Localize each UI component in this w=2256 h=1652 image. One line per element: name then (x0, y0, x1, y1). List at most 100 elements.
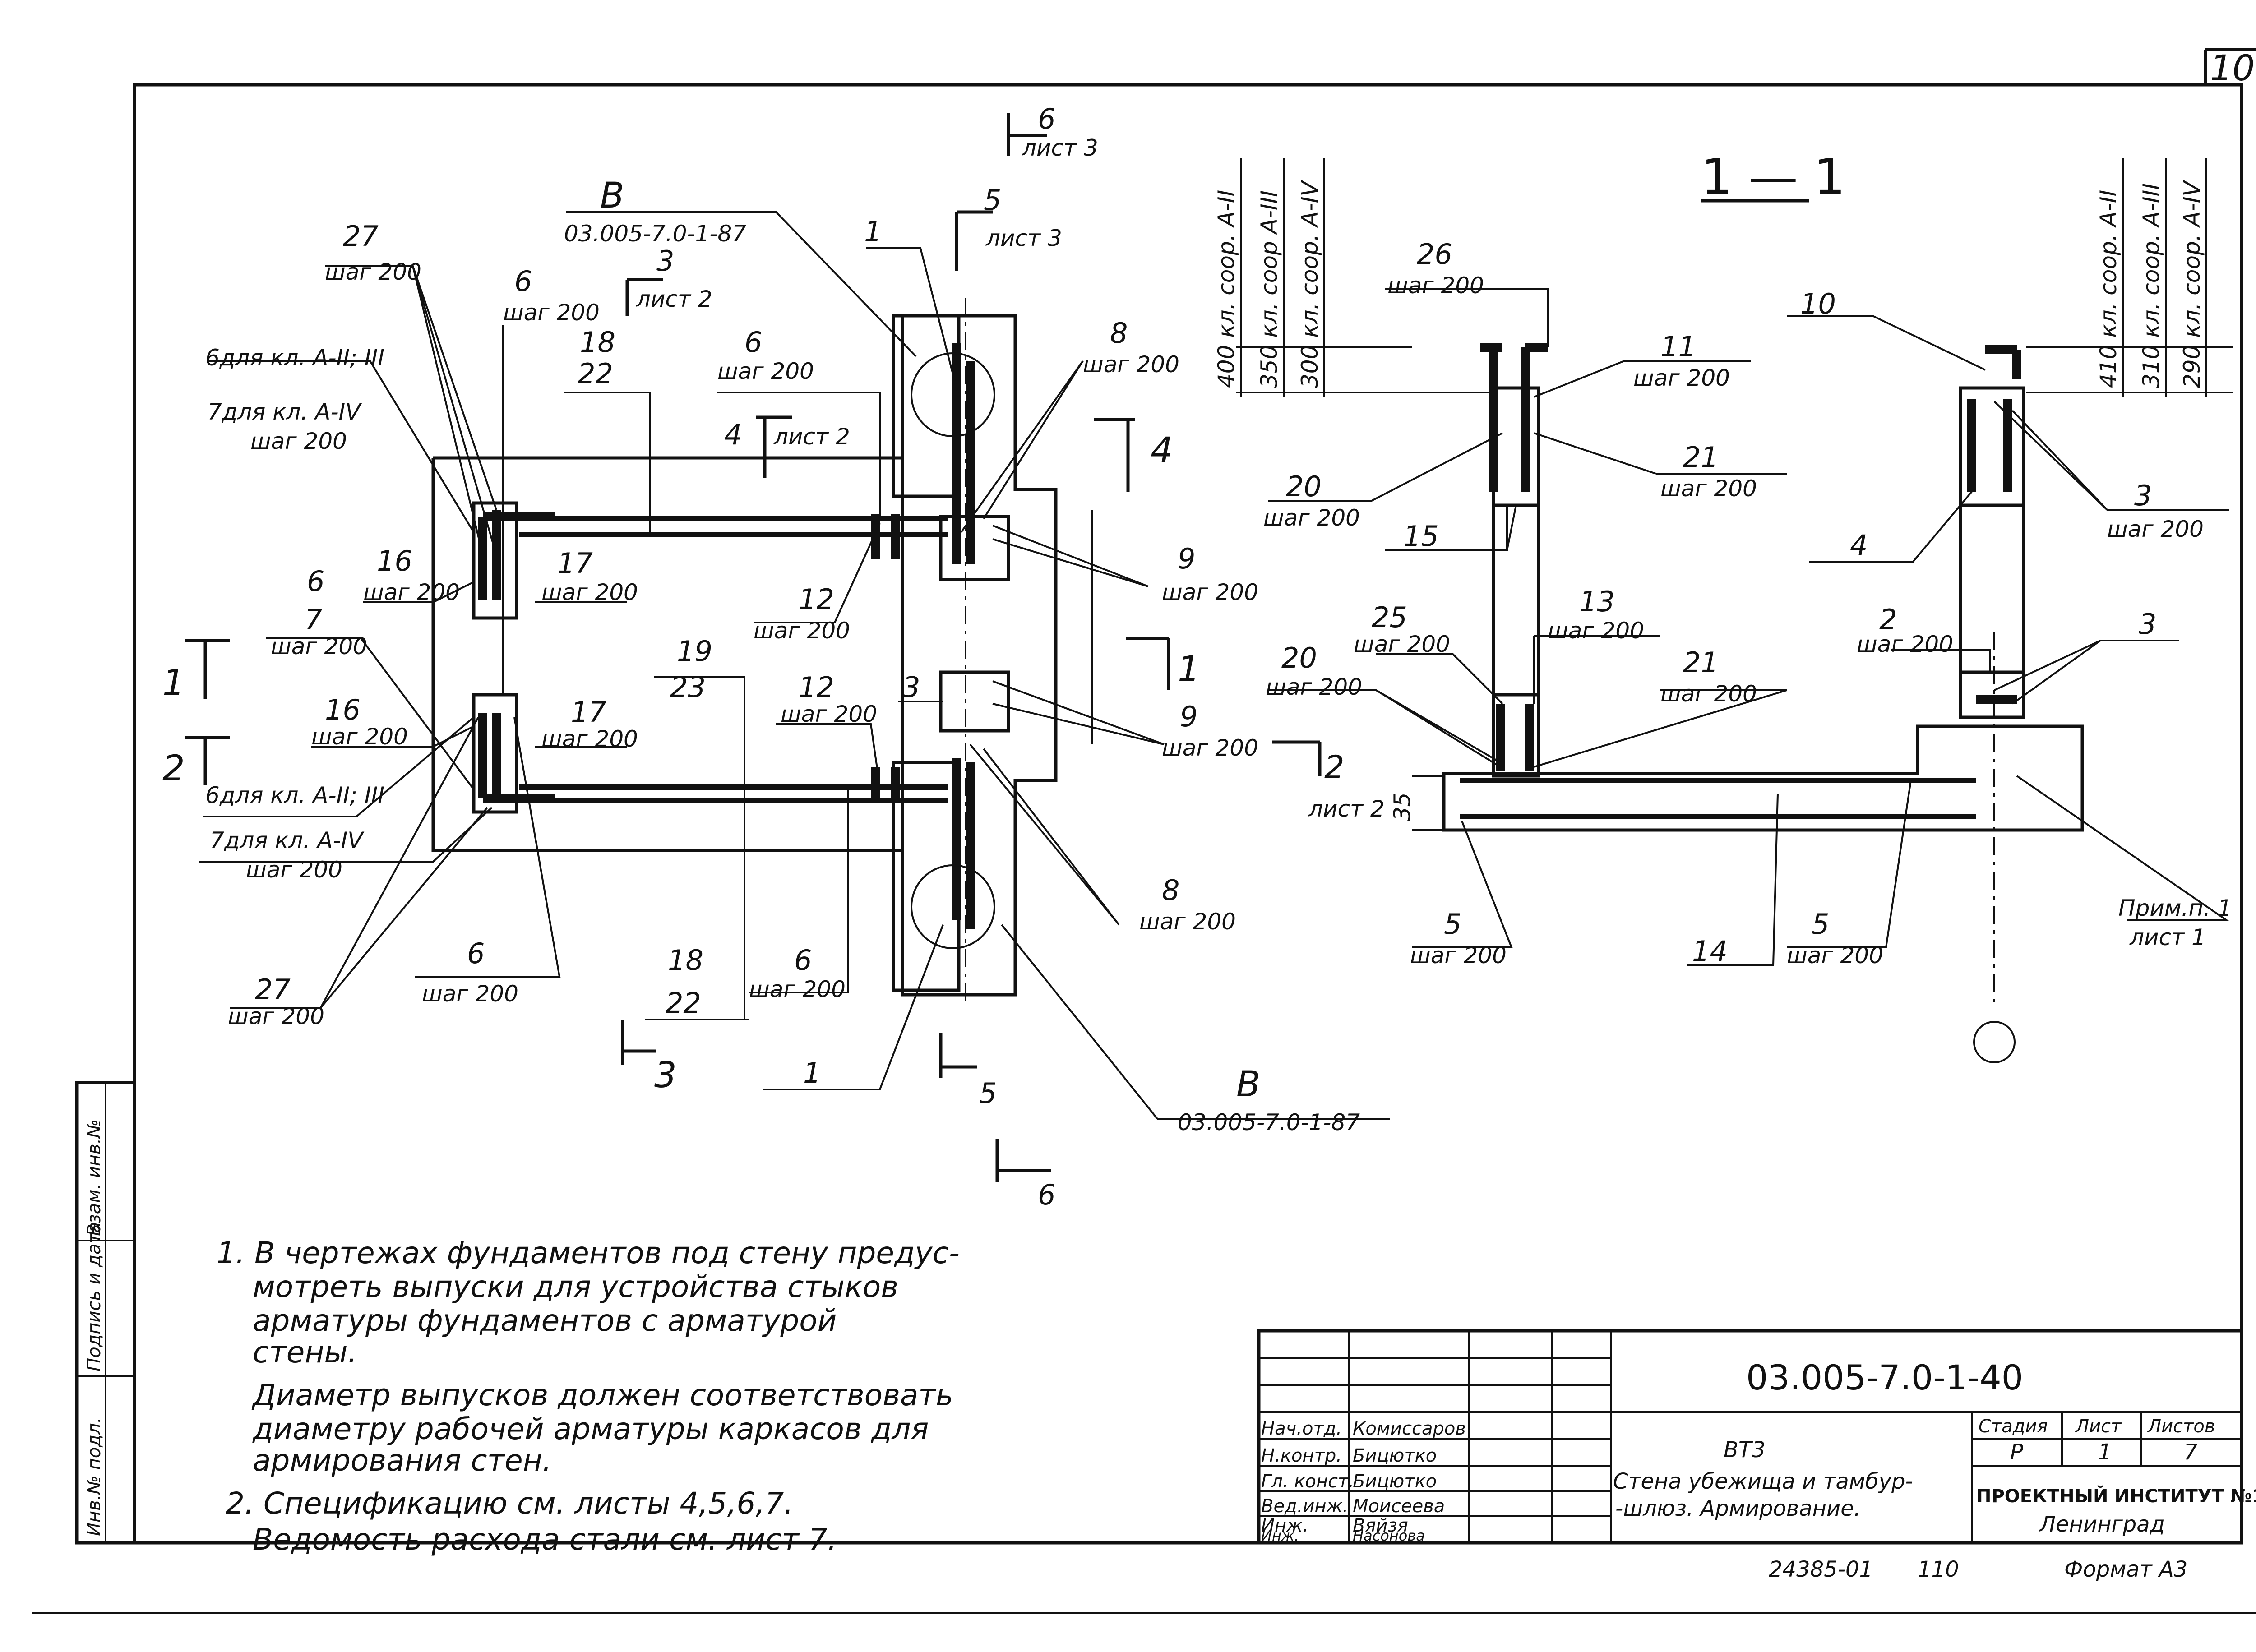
section-mark-2-left-num: 2 (162, 748, 185, 789)
sheet-frame: 10 9 (32, 48, 2256, 1614)
tb-title-1: Стена убежища и тамбур- (1613, 1469, 1913, 1494)
stamp-replace-label: Взам. инв.№ (84, 1119, 105, 1236)
plan-label-7-c: 7 (305, 603, 322, 636)
sec-label-3-top-step: шаг 200 (2107, 516, 2204, 542)
plan-label-17-top-step: шаг 200 (541, 579, 638, 605)
section-mark-1-left-num: 1 (162, 663, 185, 703)
plan-label-12-bottom: 12 (799, 671, 834, 704)
note-line-9: Ведомость расхода стали см. лист 7. (253, 1522, 837, 1557)
plan-label-8-top-step: шаг 200 (1083, 351, 1179, 378)
plan-label-8-top: 8 (1110, 317, 1128, 350)
sec-label-20-top-step: шаг 200 (1263, 505, 1360, 531)
stamp-sign-label: Подпись и дата (84, 1222, 105, 1371)
plan-label-6-a-step: шаг 200 (503, 300, 600, 326)
plan-ref-b-bottom-code: 03.005-7.0-1-87 (1178, 1109, 1360, 1135)
section-mark-2-right-num: 2 (1324, 749, 1345, 786)
section-mark-3-top-sheet: лист 2 (636, 286, 712, 312)
plan-label-16-bottom: 16 (325, 693, 361, 726)
sec-label-11: 11 (1660, 330, 1696, 363)
sheet-format: Формат А3 (2064, 1557, 2187, 1582)
tb-name-4: Моисеева (1353, 1496, 1445, 1517)
tb-stage-header: Стадия (1979, 1416, 2048, 1437)
plan-label-18-bottom-sub: 22 (666, 987, 701, 1020)
dim-right-a3: 310 кл. соор. А-III (2138, 183, 2164, 388)
sec-label-11-step: шаг 200 (1633, 365, 1730, 391)
plan-ref-b-bottom: В (1236, 1064, 1261, 1105)
sec-label-10: 10 (1800, 287, 1836, 320)
tb-sheet-value: 1 (2098, 1440, 2112, 1465)
sec-label-26: 26 (1417, 238, 1452, 271)
sec-label-25: 25 (1372, 601, 1407, 634)
dim-right-a4: 290 кл. соор. А-IV (2179, 180, 2205, 388)
section-labels: 26 шаг 200 11 шаг 200 20 шаг 200 21 шаг … (1263, 238, 2232, 969)
plan-label-6-e-step: шаг 200 (749, 976, 846, 1002)
sec-label-5-left-step: шаг 200 (1410, 942, 1507, 969)
plan-label-6-b: 6 (744, 326, 762, 359)
plan-view (431, 298, 1093, 1006)
plan-label-6-class-bottom: 6для кл. А-II; III (205, 782, 384, 808)
section-mark-6-top-num: 6 (1038, 102, 1055, 135)
plan-label-23: 23 (670, 671, 706, 704)
section-mark-6-top-sheet: лист 3 (1022, 135, 1098, 161)
plan-label-6-c: 6 (307, 565, 324, 598)
sec-label-21-top: 21 (1683, 441, 1719, 474)
plan-label-27-bottom: 27 (255, 973, 291, 1006)
section-leader-lines (1268, 288, 2230, 966)
plan-label-7-class-bottom: 7для кл. А-IV (210, 827, 365, 854)
plan-label-18-top: 18 (580, 326, 615, 359)
sec-label-25-step: шаг 200 (1354, 631, 1450, 657)
tb-organization: ПРОЕКТНЫЙ ИНСТИТУТ №1 (1976, 1485, 2256, 1507)
note-line-4: стены. (253, 1335, 357, 1370)
tb-name-1: Комиссаров (1353, 1418, 1466, 1439)
section-mark-5-bottom-num: 5 (979, 1077, 997, 1110)
section-mark-1-right-num: 1 (1178, 649, 1200, 690)
plan-label-7-class-bottom-step: шаг 200 (246, 857, 342, 883)
tb-role-2: Н.контр. (1261, 1445, 1342, 1466)
plan-label-18-top-sub: 22 (578, 357, 613, 390)
dim-right-a2: 410 кл. соор. А-II (2095, 190, 2122, 388)
plan-label-18-bottom: 18 (668, 944, 703, 977)
plan-label-7-c-step: шаг 200 (271, 633, 367, 660)
sec-label-5-right-step: шаг 200 (1787, 942, 1883, 969)
section-mark-6-bottom-num: 6 (1038, 1178, 1055, 1211)
plan-label-9-top-step: шаг 200 (1162, 579, 1258, 605)
plan-label-17-bottom-step: шаг 200 (541, 726, 638, 752)
tb-role-1: Нач.отд. (1261, 1418, 1342, 1439)
plan-label-19: 19 (677, 635, 712, 668)
sec-label-3-top: 3 (2134, 479, 2152, 512)
section-mark-5-top-num: 5 (984, 184, 1001, 217)
dim-left-a3: 350 кл. соор А-III (1256, 190, 1282, 388)
plan-labels: 27 шаг 200 6 шаг 200 6для кл. А-II; III … (205, 175, 1360, 1135)
plan-label-8-bottom: 8 (1162, 874, 1179, 907)
plan-label-9-top: 9 (1178, 542, 1195, 575)
sec-label-4: 4 (1850, 529, 1868, 562)
note-line-5: Диаметр выпусков должен соответствовать (251, 1378, 953, 1412)
sec-label-3-bottom: 3 (2139, 608, 2156, 641)
section-mark-3-top-num: 3 (656, 245, 674, 277)
plan-ref-b-top: В (600, 175, 624, 216)
sec-label-5-right: 5 (1812, 908, 1829, 941)
plan-label-6-a: 6 (514, 265, 532, 298)
plan-label-17-top: 17 (557, 547, 593, 580)
tb-sheet-header: Лист (2075, 1416, 2122, 1437)
section-mark-2-right-sheet: лист 2 (1308, 796, 1385, 822)
plan-label-27-top: 27 (343, 220, 379, 253)
plan-label-7-class-top-step: шаг 200 (250, 428, 347, 454)
sec-label-20-top: 20 (1286, 470, 1322, 503)
section-mark-4-left-sheet: лист 2 (773, 424, 850, 450)
sec-label-14: 14 (1692, 935, 1728, 968)
tb-name-2: Бицютко (1353, 1445, 1437, 1466)
sec-label-5-left: 5 (1444, 908, 1461, 941)
plan-label-12-top-step: шаг 200 (754, 618, 850, 644)
plan-section-markers: 6 лист 3 5 лист 3 3 лист 2 4 лист 2 4 1 … (162, 102, 1385, 1211)
general-notes: 1. В чертежах фундаментов под стену пред… (217, 1236, 960, 1557)
archive-sheet: 110 (1918, 1557, 1959, 1582)
dim-left-a2: 400 кл. соор. А-II (1213, 190, 1239, 388)
tb-title-2: -шлюз. Армирование. (1615, 1496, 1861, 1521)
section-mark-4-right-num: 4 (1151, 430, 1173, 471)
note-line-2: мотреть выпуски для устройства стыков (253, 1269, 898, 1304)
tb-role-4: Вед.инж. (1261, 1496, 1348, 1517)
sec-label-2: 2 (1879, 603, 1897, 636)
plan-label-17-bottom: 17 (571, 696, 606, 729)
